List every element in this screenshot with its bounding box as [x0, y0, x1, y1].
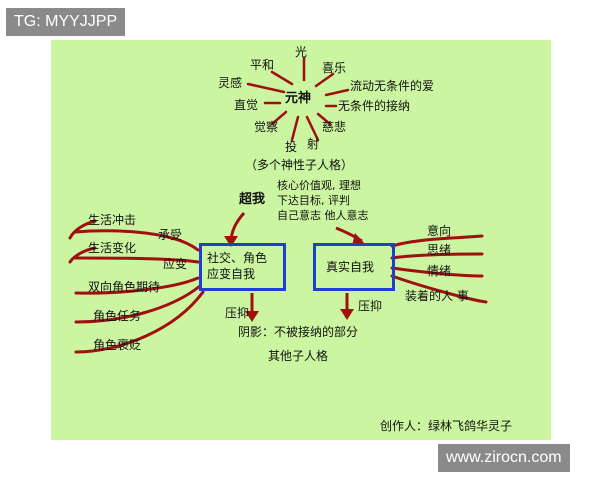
ray-label-10: 灵感	[218, 76, 243, 90]
social-self-line1: 社交、角色	[207, 251, 268, 265]
left-branch-1: 生活冲击	[88, 213, 137, 227]
social-self-line2: 应变自我	[207, 267, 256, 281]
true-self-label: 真实自我	[326, 260, 375, 274]
other-subpersonalities: 其他子人格	[268, 349, 329, 363]
ray-label-8: 觉察	[254, 120, 279, 134]
ray-label-6: 射	[307, 137, 320, 151]
left-branch-3: 双向角色期待	[88, 280, 161, 294]
arrow-head-right	[352, 233, 366, 246]
right-branch-1: 意向	[427, 224, 452, 238]
left-branch-2: 生活变化	[88, 241, 137, 255]
ray-label-7: 投	[285, 140, 298, 154]
social-self-box: 社交、角色 应变自我	[199, 243, 286, 291]
suppress-arrowhead-right	[340, 309, 354, 320]
suppress-label-left: 压抑	[225, 306, 250, 320]
ray-label-9: 直觉	[234, 98, 259, 112]
true-self-box: 真实自我	[313, 243, 395, 291]
superego-line-2: 下达目标, 评判	[277, 194, 350, 207]
right-branch-lines	[390, 234, 488, 304]
diagram-panel	[51, 40, 551, 440]
superego-line-3: 自己意志 他人意志	[277, 209, 369, 222]
left-branch-5: 角色褒贬	[93, 338, 142, 352]
shadow-label: 阴影：不被接纳的部分	[238, 325, 359, 339]
ray-lines	[246, 56, 350, 142]
ray-label-3: 流动无条件的爱	[350, 79, 435, 93]
ray-label-1: 光	[295, 45, 308, 59]
ray-label-5: 慈悲	[322, 120, 347, 134]
ray-label-11: 平和	[250, 58, 275, 72]
center-label: 元神	[285, 91, 312, 106]
watermark-top: TG: MYYJJPP	[6, 8, 126, 36]
suppress-label-right: 压抑	[358, 299, 383, 313]
ray-label-4: 无条件的接纳	[338, 99, 411, 113]
arrow-head-left	[224, 236, 238, 247]
author-credit: 创作人：绿林飞鸽华灵子	[380, 419, 513, 433]
right-branch-2: 思绪	[427, 243, 452, 257]
left-branch-4: 角色任务	[93, 309, 142, 323]
superego-label: 超我	[239, 192, 266, 207]
superego-line-1: 核心价值观, 理想	[277, 179, 361, 192]
right-branch-4: 装着的人 事	[405, 289, 469, 303]
subtitle: （多个神性子人格）	[245, 158, 354, 172]
ray-label-2: 喜乐	[322, 61, 347, 75]
right-branch-3: 情绪	[427, 264, 452, 278]
left-mid-label-1: 承受	[158, 228, 183, 242]
left-mid-label-2: 应变	[163, 257, 188, 271]
suppress-arrowhead-left	[245, 311, 259, 322]
left-branch-lines	[68, 219, 205, 354]
watermark-bottom: www.zirocn.com	[438, 444, 570, 472]
